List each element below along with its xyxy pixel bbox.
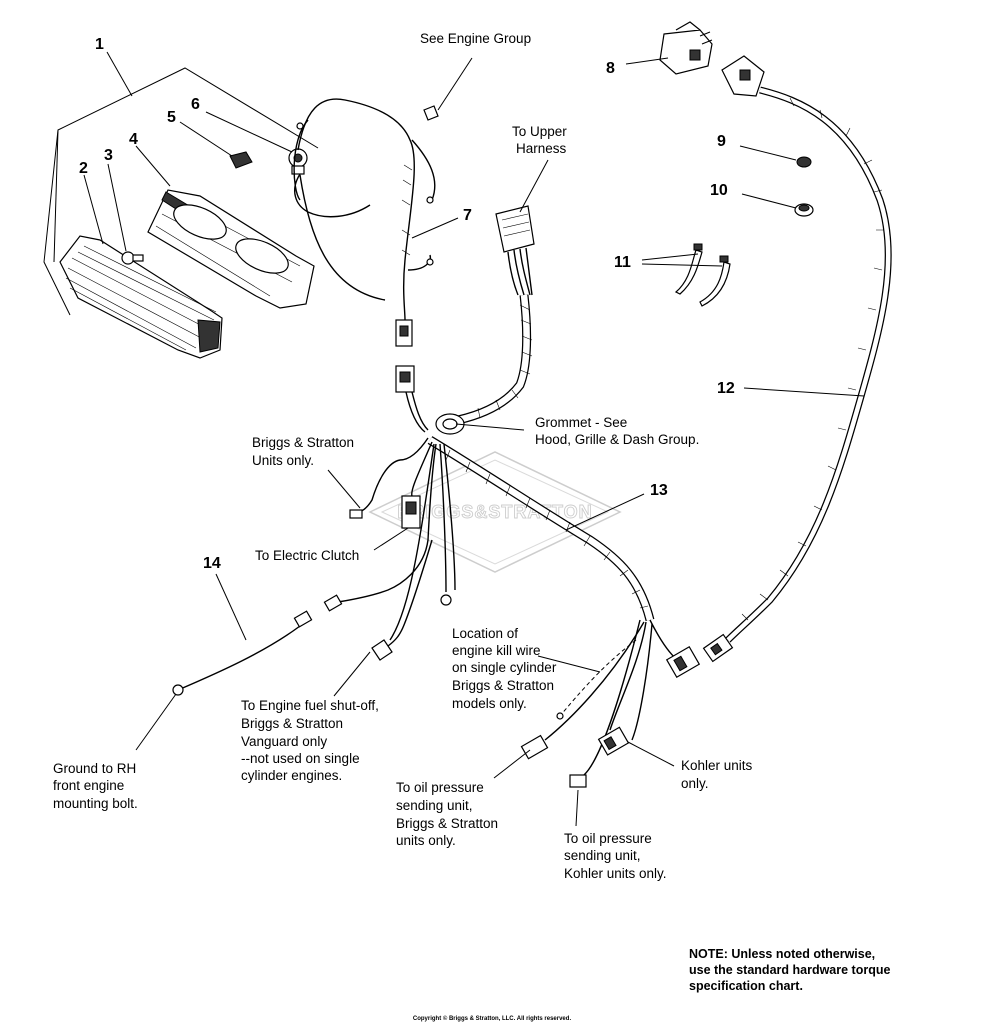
leader-lines [83, 51, 865, 827]
callout-10: 10 [710, 182, 728, 199]
label-kohler-units-line1: Kohler units [681, 758, 753, 773]
lamp-socket [288, 148, 308, 175]
callout-14: 14 [203, 555, 221, 572]
callout-3: 3 [104, 147, 113, 164]
callout-9: 9 [717, 133, 726, 150]
headlight-housing [147, 189, 315, 309]
label-kill-wire-line3: on single cylinder [452, 660, 557, 675]
label-ground-line3: mounting bolt. [53, 796, 138, 811]
label-oil-bs-line3: Briggs & Stratton [396, 816, 498, 831]
headlight-bulb [121, 251, 144, 265]
callout-13: 13 [650, 482, 668, 499]
label-fuel-shutoff-line3: Vanguard only [241, 734, 327, 749]
note-line3: specification chart. [689, 979, 803, 993]
label-kill-wire-line1: Location of [452, 626, 518, 641]
callout-12: 12 [717, 380, 735, 397]
label-electric-clutch: To Electric Clutch [255, 548, 359, 563]
annotation-labels: See Engine Group To Upper Harness Gromme… [53, 31, 753, 881]
label-bs-units-line1: Briggs & Stratton [252, 435, 354, 450]
label-kill-wire-line2: engine kill wire [452, 643, 541, 658]
callout-7: 7 [463, 207, 472, 224]
label-oil-bs-line1: To oil pressure [396, 780, 484, 795]
label-bs-units-line2: Units only. [252, 453, 314, 468]
lamp-harness [293, 98, 436, 347]
item-9-nut [796, 156, 812, 168]
label-fuel-shutoff-line4: --not used on single [241, 751, 360, 766]
label-kill-wire-line4: Briggs & Stratton [452, 678, 554, 693]
oil-sender-bs-connector [520, 734, 549, 760]
label-fuel-shutoff-line5: cylinder engines. [241, 768, 342, 783]
label-engine-group: See Engine Group [420, 31, 531, 46]
label-upper-harness-line2: Harness [516, 141, 567, 156]
torque-note: NOTE: Unless noted otherwise, use the st… [689, 947, 890, 993]
fuel-shutoff-connector [371, 639, 393, 661]
extension-harness [702, 55, 892, 663]
ignition-switch [659, 21, 713, 75]
label-grommet-line2: Hood, Grille & Dash Group. [535, 432, 699, 447]
label-ground-line2: front engine [53, 778, 124, 793]
label-kohler-units-line2: only. [681, 776, 709, 791]
label-ground-line1: Ground to RH [53, 761, 136, 776]
label-oil-bs-line4: units only. [396, 833, 456, 848]
main-harness [337, 294, 701, 788]
label-oil-kohler-line3: Kohler units only. [564, 866, 667, 881]
label-oil-kohler-line1: To oil pressure [564, 831, 652, 846]
label-grommet-line1: Grommet - See [535, 415, 627, 430]
lamp-clip [229, 151, 253, 169]
callout-6: 6 [191, 96, 200, 113]
item-10-grommet [794, 203, 814, 217]
callout-numbers: 1 2 3 4 5 6 7 8 9 10 11 12 13 14 [79, 36, 735, 572]
headlight-lens [59, 235, 223, 359]
note-line1: NOTE: Unless noted otherwise, [689, 947, 875, 961]
note-line2: use the standard hardware torque [689, 963, 890, 977]
upper-harness-connector [495, 205, 535, 296]
copyright-notice: Copyright © Briggs & Stratton, LLC. All … [413, 1015, 572, 1022]
label-fuel-shutoff-line1: To Engine fuel shut-off, [241, 698, 379, 713]
callout-5: 5 [167, 109, 176, 126]
small-parts [674, 156, 814, 307]
label-fuel-shutoff-line2: Briggs & Stratton [241, 716, 343, 731]
ground-wire [172, 594, 343, 696]
item-11-cable-ties [674, 243, 731, 307]
label-kill-wire-line5: models only. [452, 696, 527, 711]
callout-1: 1 [95, 36, 104, 53]
engine-group-clip [423, 105, 439, 121]
label-oil-bs-line2: sending unit, [396, 798, 473, 813]
headlight-assembly [43, 67, 319, 359]
label-oil-kohler-line2: sending unit, [564, 848, 641, 863]
callout-11: 11 [614, 254, 631, 271]
label-upper-harness-line1: To Upper [512, 124, 567, 139]
callout-4: 4 [129, 131, 138, 148]
callout-8: 8 [606, 60, 615, 77]
oil-sender-kohler-connector [569, 774, 587, 788]
callout-2: 2 [79, 160, 88, 177]
